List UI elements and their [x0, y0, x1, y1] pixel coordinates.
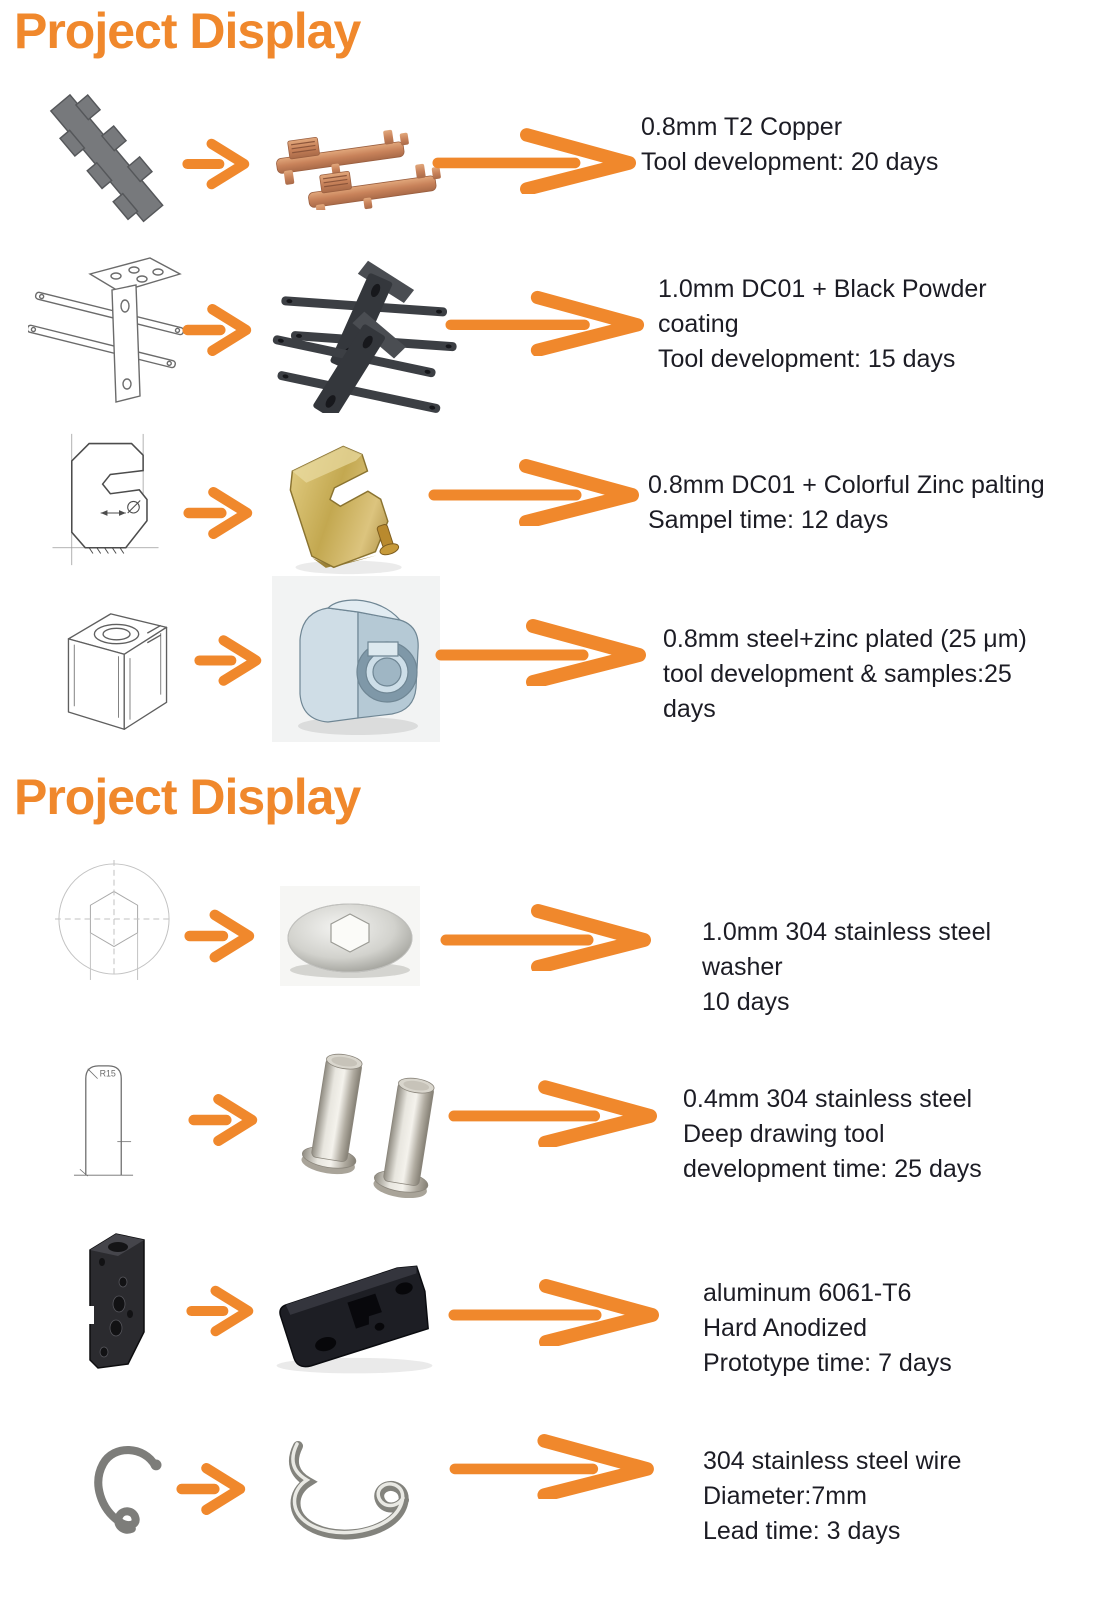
- spec-line: 1.0mm 304 stainless steel: [702, 918, 992, 946]
- arrow-right-icon: [176, 1463, 246, 1515]
- spec-text: 1.0mm DC01 + Black Powder coating Tool d…: [658, 272, 987, 377]
- long-arrow-right-icon: [449, 1433, 654, 1499]
- arrow-right-icon: [188, 1094, 258, 1146]
- spec-text: 0.8mm DC01 + Colorful Zinc palting Sampe…: [648, 468, 1045, 538]
- spec-line: 304 stainless steel wire: [703, 1447, 962, 1475]
- photo-colorful-zinc-plated-c-clamp: [289, 445, 402, 575]
- spec-line: 0.8mm steel+zinc plated (25 μm): [663, 625, 1027, 653]
- arrow-right-icon: [186, 1285, 254, 1337]
- spec-line: aluminum 6061-T6: [703, 1279, 912, 1307]
- arrow-right-icon: [184, 909, 255, 963]
- spec-line: Tool development: 20 days: [641, 148, 939, 176]
- spec-line: Hard Anodized: [703, 1314, 868, 1342]
- long-arrow-right-icon: [448, 1279, 659, 1346]
- arrow-right-icon: [194, 635, 262, 686]
- spec-text: aluminum 6061-T6 Hard Anodized Prototype…: [703, 1276, 952, 1381]
- cad-drawing-steel-bracket: [28, 257, 185, 403]
- technical-drawing-hex-hole-washer: [55, 860, 173, 980]
- spec-text: 1.0mm 304 stainless steel washer 10 days: [702, 915, 991, 1020]
- spec-text: 304 stainless steel wire Diameter:7mm Le…: [703, 1444, 961, 1549]
- cad-drawing-aluminum-block: [86, 1233, 145, 1369]
- long-arrow-right-icon: [428, 459, 639, 526]
- spec-line: 0.8mm DC01 + Colorful Zinc palting: [648, 471, 1045, 499]
- spec-line: 0.8mm T2 Copper: [641, 113, 843, 141]
- spec-line: 10 days: [702, 988, 790, 1016]
- cad-drawing-box-housing: [67, 613, 168, 730]
- spec-line: days: [663, 695, 716, 723]
- photo-hard-anodized-aluminum-block: [276, 1265, 433, 1374]
- technical-drawing-deep-drawn-pin: R15: [73, 1065, 134, 1177]
- spec-line: development time: 25 days: [683, 1155, 982, 1183]
- spec-text: 0.4mm 304 stainless steel Deep drawing t…: [683, 1082, 982, 1187]
- spec-line: Tool development: 15 days: [658, 345, 956, 373]
- photo-zinc-plated-steel-housing: [272, 576, 440, 742]
- long-arrow-right-icon: [432, 128, 637, 194]
- long-arrow-right-icon: [445, 290, 645, 356]
- spec-line: washer: [702, 953, 783, 981]
- arrow-right-icon: [182, 138, 250, 190]
- technical-drawing-c-clamp: [52, 433, 159, 566]
- photo-stainless-steel-pins: [301, 1053, 445, 1198]
- spec-line: tool development & samples:25: [663, 660, 1012, 688]
- spec-line: Deep drawing tool: [683, 1120, 885, 1148]
- spec-line: coating: [658, 310, 739, 338]
- long-arrow-right-icon: [435, 619, 646, 686]
- photo-black-powder-coated-brackets: [267, 260, 462, 413]
- section-title: Project Display: [14, 3, 361, 59]
- spec-line: 0.4mm 304 stainless steel: [683, 1085, 973, 1113]
- svg-text:R15: R15: [100, 1069, 116, 1079]
- spec-text: 0.8mm T2 Copper Tool development: 20 day…: [641, 110, 938, 180]
- arrow-right-icon: [183, 487, 253, 539]
- spec-line: Diameter:7mm: [703, 1482, 867, 1510]
- photo-stainless-steel-wire-hook: [288, 1441, 409, 1540]
- spec-line: Lead time: 3 days: [703, 1517, 901, 1545]
- long-arrow-right-icon: [440, 904, 651, 971]
- cad-drawing-wire-hook: [94, 1446, 162, 1534]
- arrow-right-icon: [182, 304, 252, 356]
- spec-line: Prototype time: 7 days: [703, 1349, 952, 1377]
- section-title: Project Display: [14, 769, 361, 825]
- spec-line: Sampel time: 12 days: [648, 506, 889, 534]
- spec-line: 1.0mm DC01 + Black Powder: [658, 275, 987, 303]
- long-arrow-right-icon: [448, 1080, 658, 1147]
- spec-text: 0.8mm steel+zinc plated (25 μm) tool dev…: [663, 622, 1027, 727]
- photo-copper-stamped-terminals: [276, 129, 445, 210]
- photo-stainless-steel-washer: [280, 886, 420, 986]
- cad-drawing-copper-terminal: [49, 93, 164, 223]
